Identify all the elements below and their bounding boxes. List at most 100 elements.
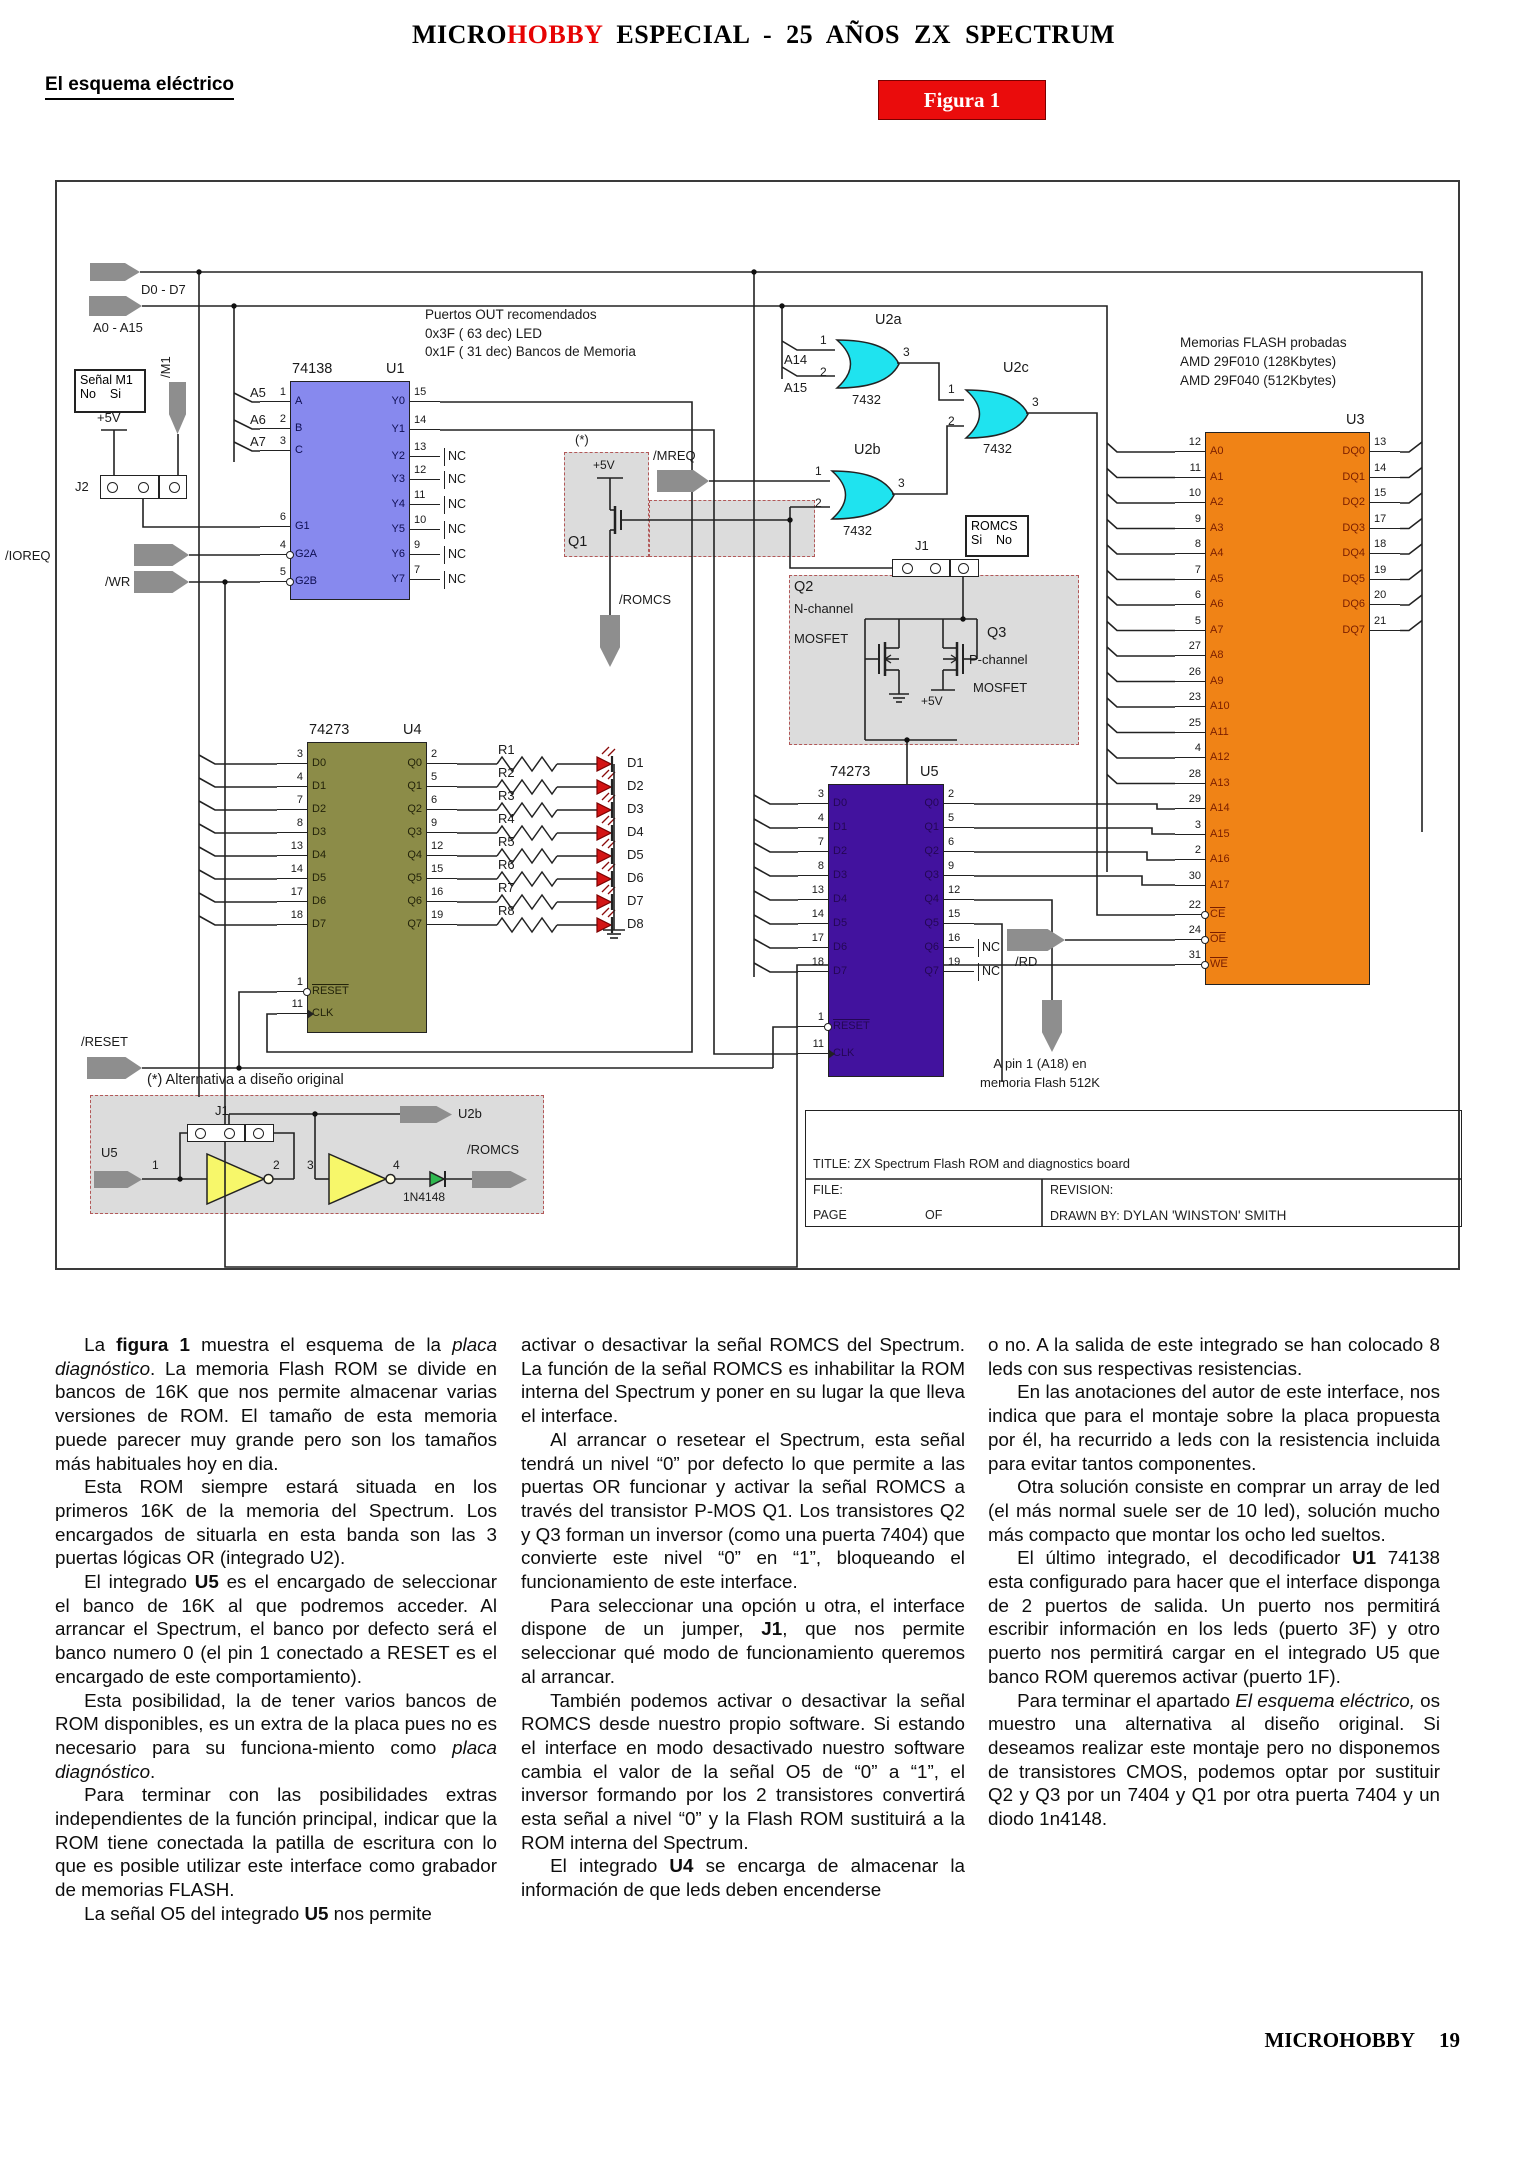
- u5-pin-number: 5: [948, 812, 955, 824]
- u2a-pin3: 3: [903, 345, 910, 359]
- q3-line2: MOSFET: [973, 680, 1028, 695]
- u5-pin-stub: [944, 803, 974, 804]
- u1-nc-label: NC: [444, 496, 466, 514]
- titleblock-drawn: DRAWN BY: DYLAN 'WINSTON' SMITH: [1050, 1208, 1286, 1223]
- u3-pin-stub: [1175, 502, 1205, 503]
- plus5v-label-3: +5V: [921, 694, 943, 708]
- u3-pin-number: 4: [1194, 742, 1201, 754]
- a18-note-2: memoria Flash 512K: [980, 1075, 1100, 1090]
- u3-pin-number: 31: [1188, 949, 1201, 961]
- u2b-part: 7432: [843, 523, 872, 538]
- u5-pin-number: 7: [817, 836, 824, 848]
- u1-pin-number: 13: [414, 441, 427, 453]
- resistor-label: R2: [498, 765, 515, 780]
- u3-pin-stub: [1175, 527, 1205, 529]
- titleblock-file: FILE:: [813, 1183, 843, 1197]
- u3-pin-number: 11: [1189, 461, 1201, 474]
- u5-pin-stub: [798, 1053, 828, 1054]
- u3-pin-stub: [1175, 939, 1205, 940]
- u4-pin-number: 19: [431, 909, 444, 921]
- u3-pin-name: A10: [1210, 700, 1230, 712]
- u5-pin-name: D6: [833, 941, 848, 953]
- u3-pin-number: 23: [1188, 691, 1201, 703]
- u2a-tap-a15: A15: [784, 380, 808, 395]
- u3-pin-name: A17: [1210, 878, 1230, 891]
- u3-pin-name: A9: [1210, 674, 1224, 687]
- u4-pin-stub: [277, 924, 307, 925]
- u4-pin-number: 7: [296, 794, 303, 806]
- article-paragraph: El último integrado, el decodificador U1…: [988, 1547, 1440, 1687]
- u4-pin-number: 9: [431, 817, 438, 829]
- u5-pin-stub: [798, 923, 828, 924]
- u4-part-label: 74273: [309, 722, 350, 738]
- masthead-part2: HOBBY: [506, 20, 603, 49]
- u2b-pin1: 1: [815, 464, 822, 478]
- footer-page-number: 19: [1439, 2028, 1460, 2052]
- u3-pin-bubble: [1201, 911, 1209, 919]
- u5-pin-number: 18: [811, 956, 824, 968]
- mreq-label: /MREQ: [653, 448, 696, 463]
- u1-pin-number: 14: [414, 414, 427, 426]
- u3-pin-name: A12: [1210, 751, 1230, 763]
- resistor-label: R5: [498, 834, 515, 849]
- article-paragraph: o no. A la salida de este integrado se h…: [988, 1334, 1440, 1379]
- alt-u2b-label: U2b: [458, 1106, 482, 1121]
- u3-pin-stub: [1175, 476, 1205, 478]
- u3-pin-number: 17: [1374, 512, 1387, 525]
- u5-pin-stub: [798, 827, 828, 828]
- u5-ref-label: U5: [920, 764, 939, 780]
- led-label: D1: [627, 755, 644, 770]
- u4-pin-name: D5: [312, 872, 327, 884]
- u4-pin-number: 5: [431, 771, 438, 783]
- u1-pin-stub: [260, 526, 290, 527]
- article-paragraph: activar o desactivar la señal ROMCS del …: [521, 1334, 965, 1427]
- u5-pin-name: Q4: [924, 893, 939, 905]
- alt-u5-arrow: [94, 1171, 142, 1188]
- u1-pin-stub: [260, 428, 290, 429]
- led-label: D2: [627, 778, 644, 793]
- u1-pin-number: 9: [414, 539, 421, 551]
- u4-pin-number: 11: [291, 998, 303, 1010]
- u5-pin-stub: [798, 947, 828, 948]
- u5-pin-number: 8: [817, 860, 824, 872]
- u1-nc-label: NC: [444, 571, 466, 589]
- led-label: D6: [627, 870, 644, 885]
- u4-pin-stub: [427, 878, 457, 879]
- u1-ref-label: U1: [386, 361, 405, 377]
- flash-note-3: AMD 29F040 (512Kbytes): [1180, 373, 1337, 388]
- a18-arrow: [1042, 1000, 1062, 1052]
- u4-chip-body: [307, 742, 427, 1033]
- u1-pin-name: Y0: [391, 395, 405, 407]
- masthead-part1: MICRO: [412, 20, 507, 49]
- u4-pin-number: 13: [290, 840, 303, 852]
- u4-pin-stub: [427, 832, 457, 833]
- q2-ref: Q2: [794, 579, 814, 595]
- u5-pin-name: D2: [833, 845, 848, 857]
- u5-pin-stub: [798, 803, 828, 804]
- led-label: D4: [627, 824, 644, 839]
- u1-pin-stub: [260, 401, 290, 402]
- u3-pin-stub: [1175, 757, 1205, 758]
- masthead-part3: ESPECIAL - 25 AÑOS ZX SPECTRUM: [602, 20, 1115, 49]
- u1-pin-name: Y1: [391, 423, 405, 435]
- u3-pin-stub: [1370, 451, 1400, 452]
- article-paragraph: El integrado U5 es el encargado de selec…: [55, 1571, 497, 1687]
- u3-pin-stub: [1370, 476, 1400, 478]
- u4-pin-name: D1: [312, 780, 327, 792]
- romcs-arrow: [600, 615, 620, 667]
- alt-pin4: 4: [393, 1158, 400, 1172]
- u4-pin-number: 1: [296, 976, 303, 988]
- article-column-2: activar o desactivar la señal ROMCS del …: [521, 1333, 965, 1902]
- u3-pin-number: 2: [1194, 844, 1201, 856]
- resistor-label: R3: [498, 788, 515, 803]
- titleblock-drawn-label: DRAWN BY:: [1050, 1209, 1120, 1223]
- rd-label: /RD: [1015, 954, 1038, 969]
- u2c-pin2: 2: [948, 414, 955, 428]
- u1-nc-label: NC: [444, 471, 466, 489]
- u2b-pin2: 2: [815, 496, 822, 510]
- u5-pin-number: 9: [948, 860, 955, 872]
- u5-pin-number: 16: [948, 932, 961, 944]
- u3-pin-name: A16: [1210, 853, 1230, 865]
- u1-pin-stub: [260, 554, 290, 555]
- led-label: D7: [627, 893, 644, 908]
